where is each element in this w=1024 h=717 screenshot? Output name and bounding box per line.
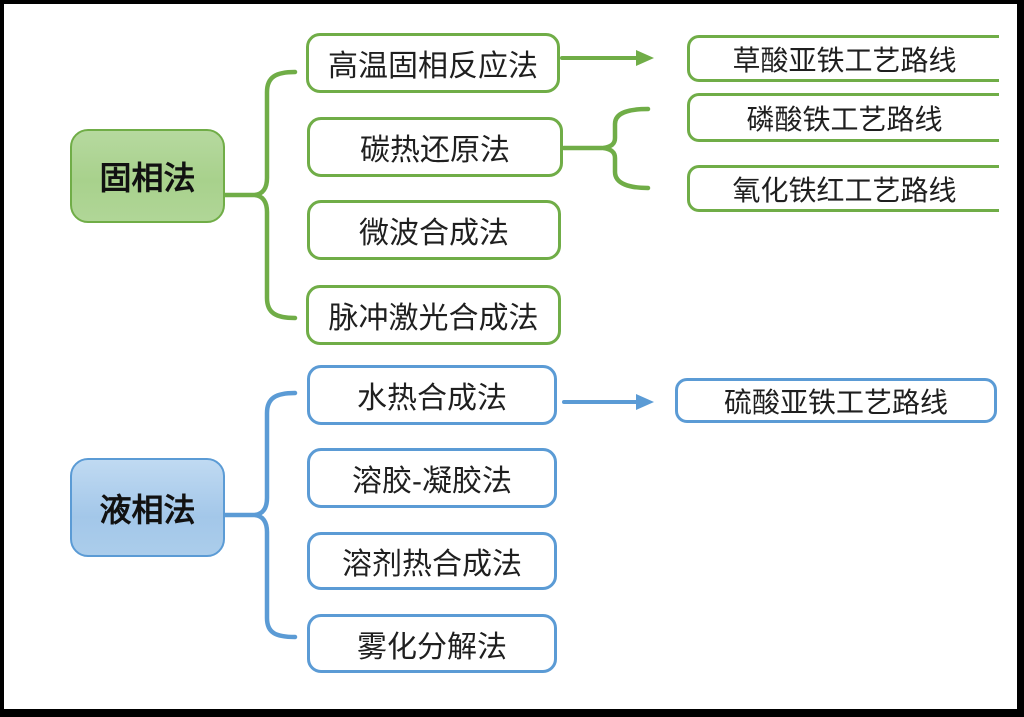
node-liquid-phase-root: 液相法 <box>70 458 225 557</box>
node-iron-phosphate-route: 磷酸铁工艺路线 <box>687 93 999 142</box>
node-carbothermal-reduction: 碳热还原法 <box>307 117 563 177</box>
node-ferrous-oxalate-route: 草酸亚铁工艺路线 <box>687 35 999 82</box>
node-high-temp-solid-reaction: 高温固相反应法 <box>306 33 560 93</box>
solid-arrow-oxalate <box>560 50 654 66</box>
node-iron-oxide-red-route: 氧化铁红工艺路线 <box>687 165 999 212</box>
liquid-arrow-sulfate <box>562 394 654 410</box>
node-sol-gel: 溶胶-凝胶法 <box>307 448 557 508</box>
node-pulsed-laser-synthesis: 脉冲激光合成法 <box>306 285 561 345</box>
node-microwave-synthesis: 微波合成法 <box>307 200 561 260</box>
node-solid-phase-root: 固相法 <box>70 129 225 223</box>
node-spray-decomposition: 雾化分解法 <box>307 614 557 673</box>
node-ferrous-sulfate-route: 硫酸亚铁工艺路线 <box>675 378 997 423</box>
liquid-brace-main <box>221 390 298 640</box>
solid-brace-carbothermal <box>561 106 651 191</box>
solid-brace-main <box>221 69 298 321</box>
node-hydrothermal-synthesis: 水热合成法 <box>307 365 557 425</box>
node-solvothermal-synthesis: 溶剂热合成法 <box>307 532 557 590</box>
